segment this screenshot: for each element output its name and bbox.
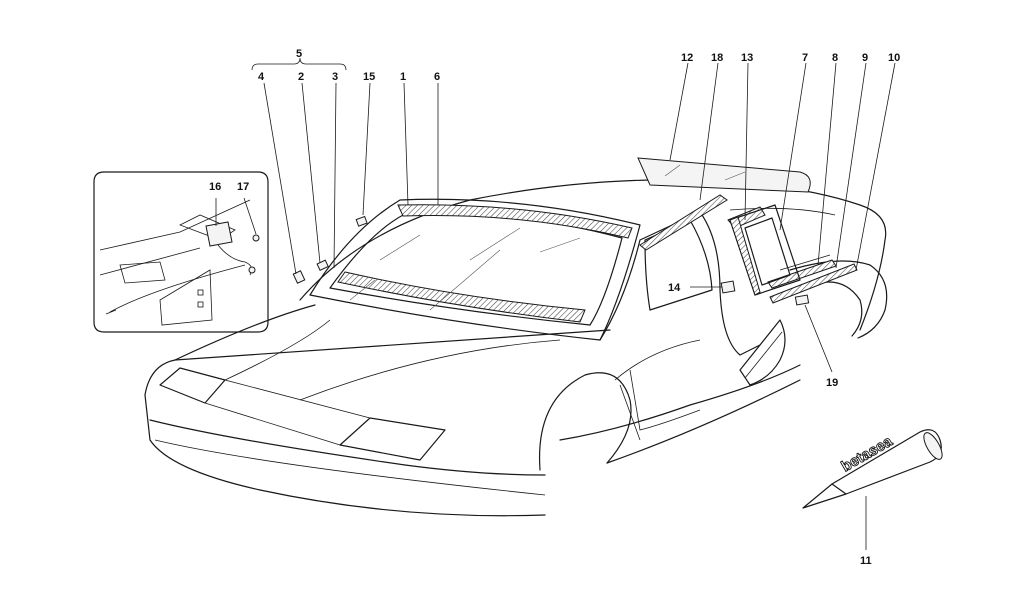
- tube-brand-label: betasea: [839, 432, 896, 475]
- clip-4: [292, 270, 306, 284]
- callout-9: 9: [862, 52, 868, 64]
- windscreen-assembly: [309, 198, 641, 341]
- callout-8: 8: [832, 52, 838, 64]
- plug-19: [794, 294, 810, 306]
- callout-17: 17: [237, 181, 249, 193]
- callout-13: 13: [741, 52, 753, 64]
- roof-seal: [639, 194, 728, 251]
- detail-inset: [93, 171, 269, 333]
- callout-16: 16: [209, 181, 221, 193]
- rear-window-glass: [637, 157, 811, 193]
- leader-lines: [215, 57, 896, 550]
- callout-10: 10: [888, 52, 900, 64]
- callout-1: 1: [400, 71, 406, 83]
- rear-quarter-glass: [729, 204, 801, 296]
- sill-trim-upper: [767, 259, 837, 289]
- callout-7: 7: [802, 52, 808, 64]
- callout-4: 4: [258, 71, 265, 83]
- callout-5: 5: [296, 48, 302, 60]
- callout-19: 19: [826, 377, 838, 389]
- sealant-tube: betasea: [802, 429, 943, 509]
- callouts: 5 4 2 3 15 1 6 12 18 13 7 8 9 10 14 19 1…: [209, 48, 900, 567]
- clip-15: [355, 215, 368, 227]
- callout-3: 3: [332, 71, 338, 83]
- callout-14: 14: [668, 282, 681, 294]
- callout-6: 6: [434, 71, 440, 83]
- callout-11: 11: [860, 555, 872, 567]
- car-body: [144, 179, 888, 517]
- sill-trim-lower: [769, 263, 858, 304]
- clip-2: [316, 259, 329, 271]
- callout-18: 18: [711, 52, 723, 64]
- callout-15: 15: [363, 71, 375, 83]
- callout-2: 2: [298, 71, 304, 83]
- callout-12: 12: [681, 52, 693, 64]
- mirror-mount-14: [720, 280, 736, 294]
